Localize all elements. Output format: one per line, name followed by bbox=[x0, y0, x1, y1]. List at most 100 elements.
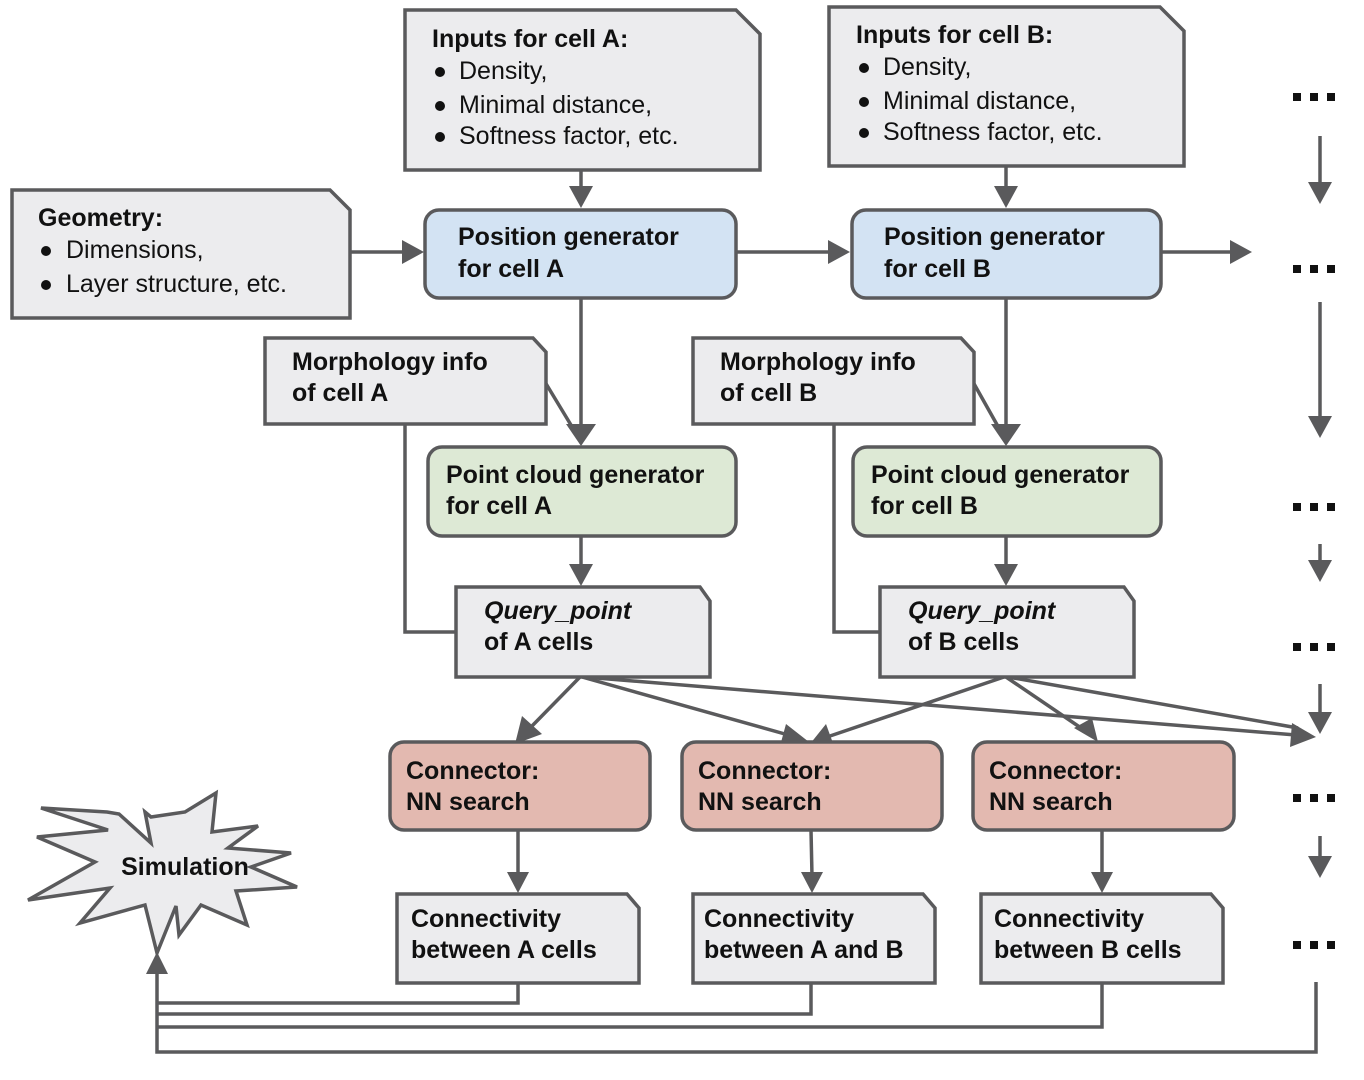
edge-morph-a-pcg-a bbox=[543, 381, 576, 431]
posgen-a-line: for cell A bbox=[458, 255, 564, 283]
edge-query-a-more bbox=[583, 675, 1297, 737]
edge-more-simulation bbox=[155, 968, 1318, 1054]
connector-3-line: NN search bbox=[989, 788, 1113, 816]
connector-3-line: Connector: bbox=[989, 757, 1122, 785]
posgen-a-line: Position generator bbox=[458, 223, 679, 251]
arrowhead bbox=[146, 952, 168, 974]
bullet-icon bbox=[41, 280, 51, 290]
node-morphology-a: Morphology info of cell A bbox=[263, 336, 548, 426]
pcg-a-line: for cell A bbox=[446, 492, 552, 520]
edges bbox=[146, 136, 1332, 1054]
edge-query-a-conn-2 bbox=[581, 675, 793, 738]
bullet-icon bbox=[41, 246, 51, 256]
node-connector-3: Connector: NN search bbox=[971, 740, 1236, 832]
node-connectivity-ab: Connectivity between A and B bbox=[691, 892, 937, 985]
edge-query-b-more bbox=[1007, 675, 1299, 730]
edge-conn-2-connectivity-ab bbox=[809, 829, 814, 877]
geometry-title: Geometry: bbox=[38, 204, 163, 232]
edge-query-a-conn-1 bbox=[530, 675, 582, 728]
inputs-a-item: Density, bbox=[459, 57, 547, 85]
arrowhead bbox=[991, 424, 1021, 446]
node-point-cloud-generator-a: Point cloud generator for cell A bbox=[426, 445, 738, 538]
connectivity-bb-line: Connectivity bbox=[994, 905, 1144, 933]
node-inputs-a: Inputs for cell A: Density, Minimal dist… bbox=[403, 8, 762, 172]
ellipsis-icon bbox=[1293, 794, 1335, 802]
arrowhead bbox=[994, 186, 1018, 208]
geometry-item: Dimensions, bbox=[66, 236, 204, 264]
node-connectivity-aa: Connectivity between A cells bbox=[395, 892, 641, 985]
arrowhead bbox=[1308, 416, 1332, 438]
arrowhead bbox=[828, 240, 850, 264]
morph-a-line: Morphology info bbox=[292, 348, 488, 376]
bullet-icon bbox=[435, 132, 445, 142]
connectivity-aa-line: Connectivity bbox=[411, 905, 561, 933]
edge-morph-b-query-b bbox=[832, 424, 880, 634]
node-inputs-b: Inputs for cell B: Density, Minimal dist… bbox=[827, 5, 1186, 168]
inputs-a-title: Inputs for cell A: bbox=[432, 25, 628, 53]
edge-connectivity-aa-simulation bbox=[157, 983, 520, 1005]
arrowhead bbox=[1074, 718, 1098, 742]
bullet-icon bbox=[435, 101, 445, 111]
starburst-shape bbox=[27, 789, 298, 959]
inputs-b-item: Density, bbox=[883, 53, 971, 81]
arrowhead bbox=[1091, 872, 1113, 893]
ellipsis-icon bbox=[1293, 93, 1335, 101]
edge-query-b-conn-2 bbox=[829, 675, 1005, 738]
inputs-b-item: Minimal distance, bbox=[883, 87, 1076, 115]
inputs-a-item: Softness factor, etc. bbox=[459, 122, 679, 150]
node-query-point-b: Query_point of B cells bbox=[878, 585, 1136, 679]
arrowhead bbox=[515, 716, 542, 744]
node-connectivity-bb: Connectivity between B cells bbox=[979, 892, 1225, 985]
posgen-b-line: for cell B bbox=[884, 255, 991, 283]
inputs-b-item: Softness factor, etc. bbox=[883, 118, 1103, 146]
connectivity-bb-line: between B cells bbox=[994, 936, 1182, 964]
ellipsis-icon bbox=[1293, 503, 1335, 511]
arrowhead bbox=[1308, 182, 1332, 204]
bullet-icon bbox=[859, 97, 869, 107]
arrowhead bbox=[801, 872, 823, 893]
node-connector-2: Connector: NN search bbox=[680, 740, 944, 832]
morph-a-line: of cell A bbox=[292, 379, 388, 407]
pcg-b-line: for cell B bbox=[871, 492, 978, 520]
arrowhead bbox=[1308, 712, 1332, 734]
node-connector-1: Connector: NN search bbox=[388, 740, 652, 832]
morph-b-line: Morphology info bbox=[720, 348, 916, 376]
connector-2-line: NN search bbox=[698, 788, 822, 816]
inputs-a-item: Minimal distance, bbox=[459, 91, 652, 119]
connector-1-line: NN search bbox=[406, 788, 530, 816]
connectivity-ab-line: Connectivity bbox=[704, 905, 854, 933]
connector-1-line: Connector: bbox=[406, 757, 539, 785]
morph-b-line: of cell B bbox=[720, 379, 817, 407]
connector-2-line: Connector: bbox=[698, 757, 831, 785]
node-position-generator-a: Position generator for cell A bbox=[423, 208, 738, 300]
arrowhead bbox=[1230, 240, 1252, 264]
edge-morph-b-pcg-b bbox=[971, 381, 1002, 431]
ellipsis-icon bbox=[1293, 265, 1335, 273]
edge-connectivity-ab-simulation bbox=[157, 983, 813, 1016]
edge-morph-a-query-a bbox=[403, 424, 456, 634]
node-point-cloud-generator-b: Point cloud generator for cell B bbox=[851, 445, 1163, 538]
arrowhead bbox=[507, 872, 529, 893]
pcg-b-line: Point cloud generator bbox=[871, 461, 1130, 489]
arrowhead bbox=[569, 186, 593, 208]
connectivity-aa-line: between A cells bbox=[411, 936, 597, 964]
arrowhead bbox=[1308, 856, 1332, 878]
connectivity-ab-line: between A and B bbox=[704, 936, 904, 964]
arrowhead bbox=[994, 564, 1018, 586]
node-simulation: Simulation bbox=[27, 789, 298, 959]
bullet-icon bbox=[859, 128, 869, 138]
query-a-line: of A cells bbox=[484, 628, 593, 656]
query-b-line: of B cells bbox=[908, 628, 1019, 656]
geometry-item: Layer structure, etc. bbox=[66, 270, 287, 298]
posgen-b-line: Position generator bbox=[884, 223, 1105, 251]
node-morphology-b: Morphology info of cell B bbox=[691, 336, 976, 426]
continuation-markers bbox=[1293, 93, 1335, 949]
query-a-line: Query_point bbox=[484, 597, 633, 625]
edge-query-b-conn-3 bbox=[1005, 675, 1085, 732]
pcg-a-line: Point cloud generator bbox=[446, 461, 705, 489]
arrowhead bbox=[1308, 560, 1332, 582]
node-query-point-a: Query_point of A cells bbox=[454, 585, 712, 679]
bullet-icon bbox=[435, 67, 445, 77]
simulation-label: Simulation bbox=[121, 853, 249, 881]
